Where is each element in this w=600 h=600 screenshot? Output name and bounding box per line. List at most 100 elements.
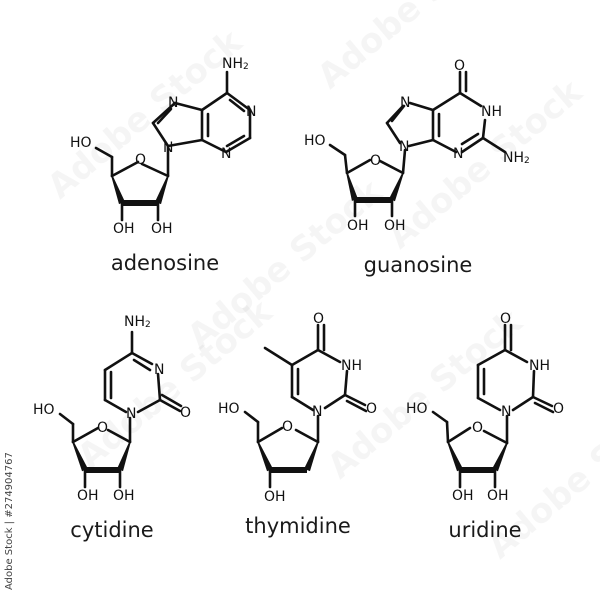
atom-label-ho: HO (406, 401, 428, 417)
single-bond (110, 160, 140, 178)
atom-label-n: N (453, 146, 463, 162)
single-bond (263, 346, 294, 367)
single-bond (316, 348, 342, 364)
double-bond-line (132, 358, 152, 372)
atom-label-n: N (168, 95, 178, 111)
atom-label-oh: OH (113, 221, 135, 237)
molecule-name-uridine: uridine (448, 518, 521, 542)
single-bond (458, 91, 483, 108)
single-bond (343, 369, 349, 397)
atom-label-oh: OH (347, 218, 369, 234)
wedge-bond (257, 441, 273, 472)
single-bond (290, 395, 315, 412)
single-bond (503, 348, 529, 364)
single-bond (482, 429, 509, 445)
atom-label-o: O (135, 152, 146, 168)
atom-label-n: N (246, 104, 256, 120)
atom-label-ho: HO (304, 133, 326, 149)
atom-label-oh: OH (264, 489, 286, 505)
single-bond (328, 143, 347, 157)
wedge-bond (304, 441, 319, 472)
single-bond (476, 396, 502, 412)
single-bond (401, 148, 407, 175)
double-bond-line (533, 401, 555, 414)
single-bond (225, 91, 252, 112)
single-bond (224, 136, 252, 154)
atom-label-o: O (454, 58, 465, 74)
double-bond-line (228, 98, 246, 113)
wedge-bond (492, 442, 508, 472)
atom-label-ho: HO (70, 135, 92, 151)
single-bond (408, 101, 435, 112)
single-bond (243, 410, 260, 424)
atom-label-n: N (399, 139, 409, 155)
single-bond (140, 162, 170, 178)
single-bond (256, 426, 284, 444)
atom-label-oh: OH (113, 488, 135, 504)
wedge-bond (389, 172, 404, 202)
watermark-layer: Adobe StockAdobe StockAdobe StockAdobe S… (40, 0, 600, 567)
double-bond-line (156, 107, 173, 125)
atom-label-n: N (400, 95, 410, 111)
atom-label-n: N (221, 146, 231, 162)
watermark-text: Adobe Stock (40, 21, 251, 207)
atom-label-nh: NH2 (222, 56, 249, 72)
double-bond-line (160, 393, 183, 408)
atom-label-nh: NH (529, 358, 550, 374)
atom-label-o: O (472, 420, 483, 436)
atom-label-ho: HO (33, 402, 55, 418)
atom-label-n: N (163, 140, 173, 156)
single-bond (158, 398, 182, 413)
single-bond (156, 372, 162, 402)
atom-label-oh: OH (384, 218, 406, 234)
molecule-name-cytidine: cytidine (70, 518, 153, 542)
bonds (94, 70, 252, 222)
single-bond (94, 146, 114, 159)
stock-credit-label: Adobe Stock | #274904767 (4, 452, 15, 590)
single-bond (200, 138, 228, 154)
single-bond (103, 351, 134, 372)
atom-label-oh: OH (151, 221, 173, 237)
watermark-text: Adobe Stock (310, 0, 521, 97)
single-bond (136, 398, 162, 414)
watermark-text: Adobe Stock (380, 71, 591, 257)
single-bond (294, 428, 320, 444)
atom-label-nh: NH (481, 104, 502, 120)
single-bond (531, 369, 536, 399)
single-bond (446, 426, 472, 444)
single-bond (481, 136, 507, 154)
wedge-bond (447, 441, 463, 472)
single-bond (407, 138, 435, 148)
single-bond (431, 138, 458, 154)
single-bond (173, 101, 204, 112)
atom-label-ho: HO (218, 401, 240, 417)
single-bond (106, 428, 132, 444)
wedge-bond (346, 172, 359, 201)
single-bond (58, 412, 75, 426)
bonds (328, 70, 507, 218)
single-bond (531, 395, 554, 408)
single-bond (431, 91, 462, 112)
double-bond-line (390, 104, 406, 123)
atom-label-nh: NH (341, 358, 362, 374)
atom-label-nh: NH2 (124, 314, 151, 330)
single-bond (103, 398, 128, 414)
double-bond-line (460, 132, 480, 146)
single-bond (378, 159, 405, 175)
atom-label-o: O (500, 311, 511, 327)
atom-label-n: N (501, 404, 511, 420)
atom-label-o: O (366, 401, 377, 417)
single-bond (511, 395, 535, 412)
